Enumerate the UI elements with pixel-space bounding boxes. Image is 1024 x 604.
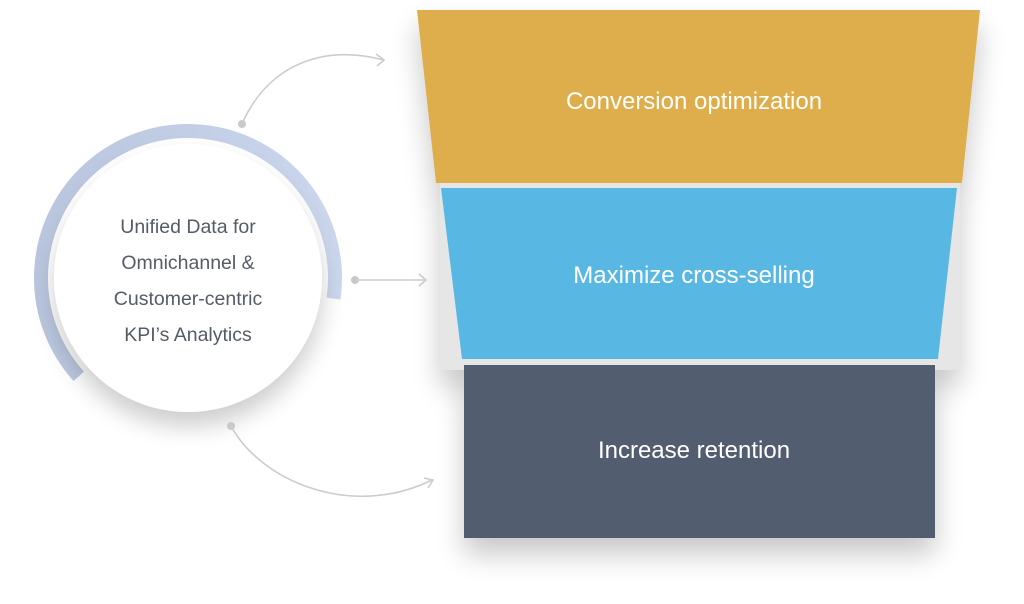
hub-text-line: Unified Data for [120, 216, 256, 238]
funnel [417, 10, 980, 538]
funnel-stage-label: Conversion optimization [566, 88, 822, 115]
hub-disc [54, 144, 322, 412]
funnel-stage-label: Maximize cross-selling [573, 262, 814, 289]
hub-ring [34, 124, 342, 432]
funnel-stage-conversion[interactable] [417, 10, 980, 183]
hub-text-line: KPI’s Analytics [124, 324, 252, 346]
hub-circle: Unified Data for Omnichannel & Customer-… [34, 124, 342, 432]
arrowhead-icon [375, 53, 386, 67]
funnel-stage-cross-selling[interactable] [441, 188, 957, 359]
arrowhead-icon [423, 477, 435, 489]
funnel-stage-label: Increase retention [598, 437, 790, 464]
connector-bottom [227, 422, 435, 497]
connector-curve [230, 425, 433, 497]
funnel-stage-retention[interactable] [464, 365, 935, 538]
hub-text-line: Omnichannel & [121, 252, 254, 274]
connector-middle [351, 273, 428, 287]
connector-top [238, 53, 386, 128]
arrowhead-icon [418, 273, 428, 287]
connector-curve [241, 53, 384, 125]
hub-text-line: Customer-centric [114, 288, 263, 310]
